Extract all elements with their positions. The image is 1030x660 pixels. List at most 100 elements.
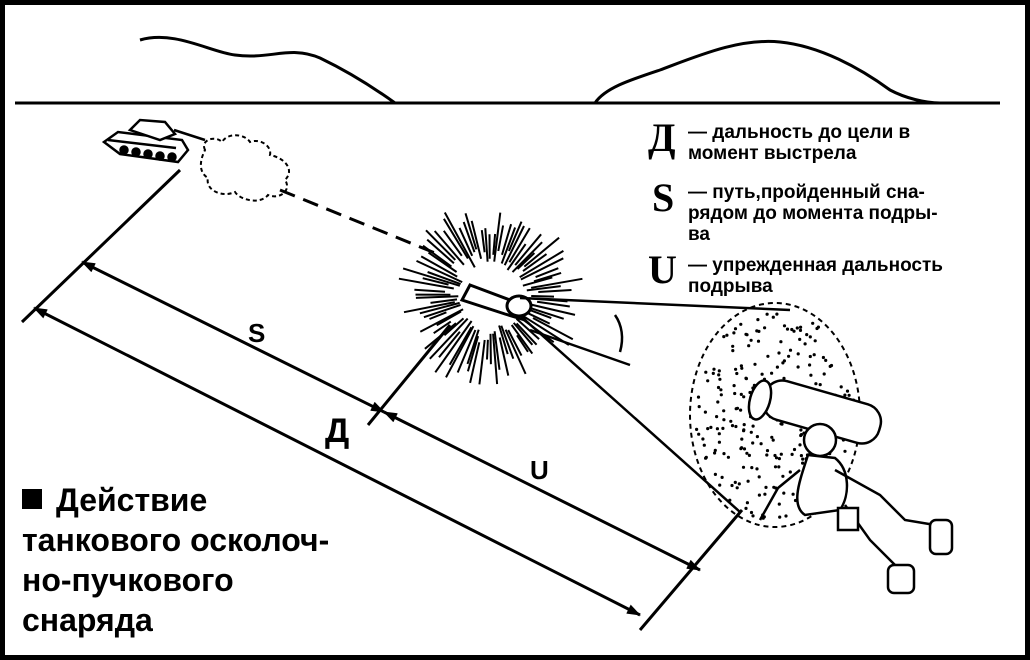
fragment-dot — [698, 405, 701, 408]
projectile-icon — [462, 285, 531, 320]
fragment-dot — [732, 331, 735, 334]
fragment-dot — [750, 511, 753, 514]
fragment-dot — [772, 439, 775, 442]
fragment-dot — [765, 453, 768, 456]
fragment-dot — [742, 395, 745, 398]
explosion-ray — [487, 340, 488, 360]
fragment-dot — [770, 372, 773, 375]
fragment-dot — [793, 448, 796, 451]
fragment-dot — [796, 326, 799, 329]
fragment-dot — [760, 442, 763, 445]
fragment-dot — [717, 386, 720, 389]
fragment-dot — [744, 377, 747, 380]
fragment-dot — [740, 393, 743, 396]
fragment-dot — [747, 480, 750, 483]
fragment-dot — [752, 425, 755, 428]
fragment-dot — [777, 465, 780, 468]
fragment-dot — [797, 365, 800, 368]
fragment-dot — [815, 327, 818, 330]
fragment-dot — [744, 333, 747, 336]
fragment-dot — [733, 392, 736, 395]
fragment-dot — [778, 503, 781, 506]
fragment-dot — [814, 339, 817, 342]
bullet-icon — [22, 489, 42, 509]
fragment-dot — [744, 507, 747, 510]
fragment-dot — [809, 374, 812, 377]
fragment-dot — [789, 349, 792, 352]
fragment-dot — [798, 338, 801, 341]
fragment-dot — [734, 481, 737, 484]
fragment-dot — [848, 394, 851, 397]
fragment-dot — [772, 316, 775, 319]
explosion-ray — [533, 318, 573, 339]
fragment-dot — [706, 379, 709, 382]
fragment-dot — [697, 433, 700, 436]
fragment-dot — [789, 470, 792, 473]
fragment-dot — [735, 372, 738, 375]
fragment-dot — [773, 454, 776, 457]
fragment-dot — [846, 390, 849, 393]
fragment-dot — [731, 345, 734, 348]
fragment-dot — [733, 384, 736, 387]
fragment-dot — [782, 492, 785, 495]
fragment-dot — [779, 340, 782, 343]
fragment-dot — [792, 493, 795, 496]
fragment-dot — [740, 364, 743, 367]
fragment-dot — [787, 355, 790, 358]
fragment-dot — [757, 330, 760, 333]
fragment-dot — [715, 415, 718, 418]
fragment-dot — [740, 446, 743, 449]
fragment-dot — [743, 423, 746, 426]
fragment-dot — [725, 334, 728, 337]
label-s: S — [248, 318, 265, 349]
fragment-dot — [786, 328, 789, 331]
fragment-dot — [703, 444, 706, 447]
fragment-dot — [813, 353, 816, 356]
fragment-dot — [756, 318, 759, 321]
fragment-dot — [716, 427, 719, 430]
fragment-dot — [809, 355, 812, 358]
fragment-dot — [704, 457, 707, 460]
fragment-dot — [824, 359, 827, 362]
fragment-dot — [739, 323, 742, 326]
fragment-dot — [747, 344, 750, 347]
fragment-dot — [775, 313, 778, 316]
fragment-dot — [722, 418, 725, 421]
horizon-hills — [15, 37, 1000, 103]
fragment-dot — [784, 514, 787, 517]
fragment-dot — [718, 484, 721, 487]
fragment-dot — [763, 326, 766, 329]
fragment-dot — [727, 456, 730, 459]
label-d: Д — [325, 412, 349, 451]
dimension-u — [384, 412, 700, 570]
explosion-ray — [531, 296, 554, 297]
projectile-trajectory — [280, 190, 440, 255]
fragment-dot — [731, 349, 734, 352]
fragment-dot — [734, 327, 737, 330]
caption-line-4: снаряда — [22, 600, 422, 640]
fragment-dot — [798, 443, 801, 446]
fragment-dot — [750, 339, 753, 342]
caption-line-1: Действие — [22, 480, 422, 520]
fragment-dot — [763, 493, 766, 496]
fragment-dot — [753, 363, 756, 366]
fragment-dot — [734, 425, 737, 428]
explosion-ray — [482, 230, 485, 252]
fragment-dot — [778, 516, 781, 519]
fragment-dot — [748, 454, 751, 457]
fragment-dot — [721, 427, 724, 430]
fragment-dot — [809, 335, 812, 338]
fragment-dot — [736, 407, 739, 410]
fragment-dot — [781, 475, 784, 478]
caption-line-1-text: Действие — [56, 482, 207, 518]
explosion-ray — [426, 230, 455, 260]
fragment-dot — [766, 313, 769, 316]
fragment-dot — [811, 322, 814, 325]
fragment-dot — [758, 494, 761, 497]
legend-symbol-s: S — [652, 178, 674, 218]
fragment-dot — [742, 429, 745, 432]
fragment-dot — [843, 450, 846, 453]
fragment-dot — [756, 435, 759, 438]
fragment-dot — [718, 378, 721, 381]
caption-line-2: танкового осколоч- — [22, 520, 422, 560]
